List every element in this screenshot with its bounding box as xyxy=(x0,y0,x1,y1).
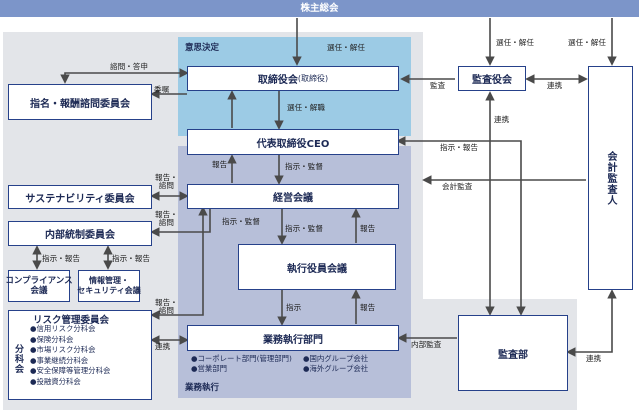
label-instruct-report-right: 指示・報告 xyxy=(440,143,478,152)
ceo[interactable]: 代表取締役CEO xyxy=(187,129,399,155)
label-audit: 監査 xyxy=(430,81,446,90)
line-accountant-auditdept xyxy=(566,289,617,357)
label-coop-accountant: 連携 xyxy=(586,354,602,363)
line-ceo-auditdept xyxy=(396,136,526,316)
label-report-ceo: 報告 xyxy=(212,160,228,169)
label-instruct-report-info: 指示・報告 xyxy=(112,254,150,263)
subcommittee-vertical-label: 分科会 xyxy=(13,344,23,374)
label-report-mgmt: 報告 xyxy=(360,224,376,233)
subcommittee-item: ●安全保障等管理分科会 xyxy=(30,366,111,376)
label-instruct-supervise-mgmt: 指示・監督 xyxy=(285,224,323,233)
internal-control-committee[interactable]: 内部統制委員会 xyxy=(8,221,152,246)
accounting-auditor[interactable]: 会計監査人 xyxy=(588,66,633,290)
board-of-directors[interactable]: 取締役会(取締役) xyxy=(187,66,399,91)
label-delegation: 委嘱 xyxy=(154,85,170,94)
compliance-meeting[interactable]: コンプライアンス 会議 xyxy=(5,270,73,302)
business-execution-units[interactable]: 業務執行部門 xyxy=(187,325,399,351)
top-banner-label: 株主総会 xyxy=(300,3,339,14)
execution-region-title: 業務執行 xyxy=(185,383,220,393)
label-report-consult-sustainability: 報告・諮問 xyxy=(155,173,178,191)
subcommittee-item: ●投融資分科会 xyxy=(30,376,81,386)
label-coop-risk: 連携 xyxy=(155,342,171,351)
management-meeting[interactable]: 経営会議 xyxy=(187,184,399,209)
subcommittee-item: ●保険分科会 xyxy=(30,334,74,344)
nomination-remuneration-committee[interactable]: 指名・報酬諮問委員会 xyxy=(8,84,152,120)
units-sub-list-right: ●国内グループ会社 ●海外グループ会社 xyxy=(303,354,369,373)
label-coop-auditboard: 連携 xyxy=(547,81,563,90)
risk-management-title: リスク管理委員会 xyxy=(33,315,110,326)
subcommittee-item: ●事業継続分科会 xyxy=(30,355,89,365)
label-internal-audit: 内部監査 xyxy=(411,340,442,349)
executive-officers-meeting[interactable]: 執行役員会議 xyxy=(238,244,396,290)
internal-audit-department[interactable]: 監査部 xyxy=(458,315,568,391)
audit-and-supervisory-board[interactable]: 監査役会 xyxy=(458,66,526,91)
line-board-nomination xyxy=(60,68,189,84)
label-report-units: 報告 xyxy=(360,303,376,312)
subcommittee-list: ●信用リスク分科会 ●保険分科会 ●市場リスク分科会 ●事業継続分科会 ●安全保… xyxy=(30,324,110,388)
info-security-meeting[interactable]: 情報管理・ セキュリティ会議 xyxy=(77,270,141,302)
label-accounting-audit: 会計監査 xyxy=(442,182,473,191)
label-elect-dismiss-accountant: 選任・解任 xyxy=(568,38,606,47)
sustainability-committee[interactable]: サステナビリティ委員会 xyxy=(8,185,152,209)
label-report-consult-risk: 報告・諮問 xyxy=(155,298,178,316)
label-elect-dismiss-auditboard: 選任・解任 xyxy=(496,38,534,47)
subcommittee-item: ●信用リスク分科会 xyxy=(30,324,96,333)
label-instruct-supervise-ceo: 指示・監督 xyxy=(285,162,323,171)
line-management-risk xyxy=(150,206,208,320)
label-coop-vertical: 連携 xyxy=(494,115,510,124)
label-instruct-report-compliance: 指示・報告 xyxy=(42,254,80,263)
label-instruct: 指示 xyxy=(286,303,302,312)
subcommittee-item: ●市場リスク分科会 xyxy=(30,345,96,355)
units-sub-list: ●コーポレート部門(管理部門) ●営業部門 xyxy=(191,354,292,373)
label-elect-dismiss-board: 選任・解任 xyxy=(327,43,365,52)
label-report-consult-internal: 報告・諮問 xyxy=(155,210,178,228)
label-consult-report: 諮問・答申 xyxy=(110,62,148,71)
label-instruct-supervise-left: 指示・監督 xyxy=(222,217,260,226)
risk-management-group[interactable] xyxy=(8,310,152,400)
top-banner xyxy=(0,0,639,17)
decision-region-title: 意思決定 xyxy=(185,43,220,53)
label-elect-dismiss-ceo: 選任・解職 xyxy=(287,103,325,112)
